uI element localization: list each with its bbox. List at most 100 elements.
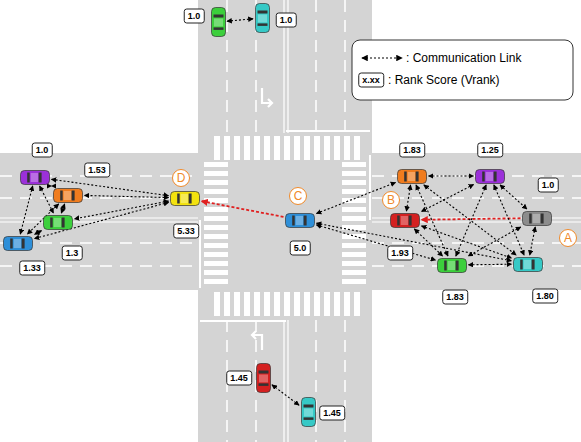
communication-link [468, 227, 520, 256]
road-marking [324, 136, 330, 160]
road-marking [284, 292, 290, 316]
car-body [21, 170, 50, 184]
car-window [257, 11, 267, 14]
road-marking [200, 320, 286, 322]
road-marking [344, 0, 346, 133]
vehicle: 1.53 [53, 188, 83, 203]
road-marking [334, 136, 340, 160]
vehicle-letter: A [559, 229, 577, 247]
communication-link [272, 385, 299, 405]
rank-score: 1.83 [399, 143, 425, 158]
road-marking [254, 292, 260, 316]
car-icon [43, 215, 73, 230]
road-marking [294, 292, 300, 316]
communication-link [456, 185, 486, 256]
road-marking [234, 136, 240, 160]
car-body [476, 169, 505, 183]
car-window [258, 383, 268, 386]
car-icon [437, 258, 467, 273]
road-marking [204, 261, 228, 266]
road-marking [204, 270, 228, 275]
rank-score: 5.33 [173, 224, 199, 239]
car-icon [256, 363, 271, 393]
car-body [54, 188, 83, 202]
road-marking [304, 292, 310, 316]
car-icon [211, 7, 226, 37]
car-roof [408, 172, 415, 181]
car-window [520, 259, 523, 269]
car-body [4, 236, 33, 250]
road-marking [342, 216, 366, 221]
road-marking [342, 162, 366, 167]
road-marking [342, 180, 366, 185]
car-roof [259, 375, 268, 383]
car-window [27, 172, 30, 182]
communication-link [494, 185, 524, 255]
car-window [456, 260, 459, 270]
car-roof [258, 15, 267, 23]
road-marking [354, 292, 360, 316]
road-marking [264, 136, 270, 160]
vehicle-letter: B [382, 191, 400, 209]
road-marking [324, 292, 330, 316]
road-marking [314, 292, 320, 316]
communication-link [429, 175, 474, 176]
car-roof [54, 218, 61, 227]
road-marking [224, 136, 230, 160]
road-marking [315, 0, 317, 133]
rank-score: 1.80 [532, 289, 558, 304]
road-marking [287, 320, 288, 442]
road-marking [204, 207, 228, 212]
vehicle: D5.33 [170, 191, 200, 206]
road-marking [342, 243, 366, 248]
road-marking [264, 292, 270, 316]
car-roof [14, 239, 21, 248]
car-roof [31, 173, 38, 182]
road-marking [204, 216, 228, 221]
car-roof [533, 214, 540, 223]
car-icon [3, 236, 33, 251]
vehicle: 1.83 [437, 258, 467, 273]
car-window [444, 260, 447, 270]
road-marking [234, 292, 240, 316]
communication-link [414, 229, 442, 256]
communication-link [35, 202, 169, 238]
car-window [482, 171, 485, 181]
road-marking [342, 270, 366, 275]
car-window [303, 405, 313, 408]
road-marking [274, 292, 280, 316]
communication-link [406, 185, 410, 211]
road-marking [204, 180, 228, 185]
car-body [391, 213, 420, 227]
road-marking [199, 220, 201, 288]
communication-link [424, 185, 516, 255]
vehicle: 1.83 [397, 169, 427, 184]
vehicle: 1.25 [475, 169, 505, 184]
car-roof [64, 191, 71, 200]
rank-score: 5.0 [290, 241, 311, 256]
car-window [10, 238, 13, 248]
road-marking [204, 234, 228, 239]
vehicle: A1.0 [522, 211, 552, 226]
car-icon [301, 397, 316, 427]
car-roof [181, 194, 188, 203]
car-window [189, 193, 192, 203]
turn-arrow [262, 88, 272, 107]
vehicle: 1.3 [43, 215, 73, 230]
rank-score: 1.45 [319, 406, 345, 421]
road-marking [372, 265, 581, 267]
car-window [292, 215, 295, 225]
road-marking [204, 252, 228, 257]
car-icon [170, 191, 200, 206]
vehicle: B1.93 [390, 213, 420, 228]
road-marking [342, 207, 366, 212]
legend-box [352, 40, 573, 100]
car-window [303, 417, 313, 420]
rank-score: 1.83 [442, 290, 468, 305]
road-marking [314, 136, 320, 160]
car-window [532, 259, 535, 269]
vehicle-letter: D [172, 169, 190, 187]
rank-score: 1.0 [32, 143, 53, 158]
